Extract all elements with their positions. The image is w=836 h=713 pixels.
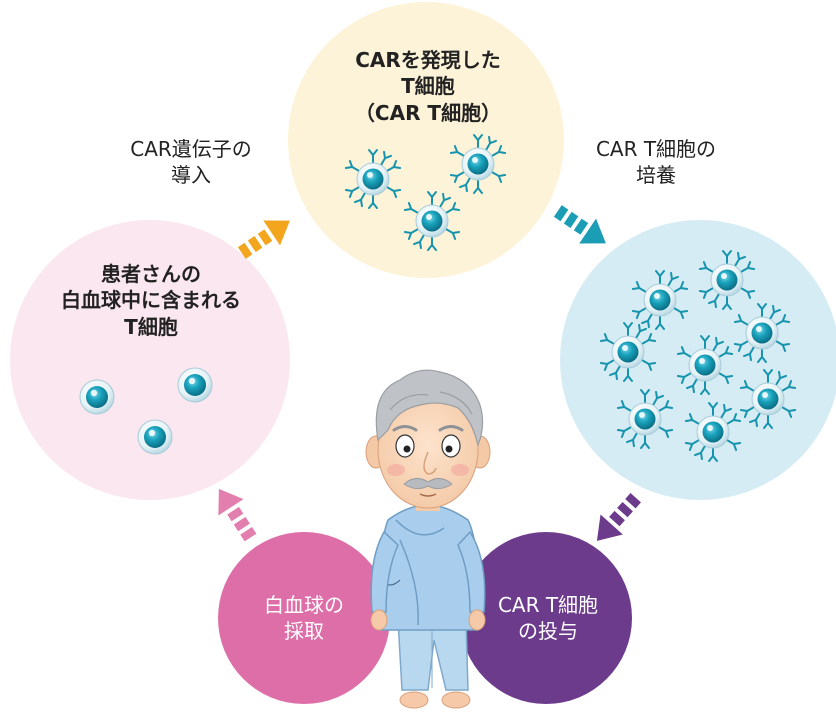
t-cell-icon: [137, 419, 173, 455]
car-t-cells-circle: [288, 2, 564, 278]
collection-circle: [218, 532, 390, 704]
t-cell-icon: [79, 379, 115, 415]
patient-t-cells-label: 患者さんの 白血球中に含まれる T細胞: [61, 261, 241, 340]
t-cell-icon: [177, 367, 213, 403]
culture-label: CAR T細胞の 培養: [596, 136, 716, 189]
patient-t-cells-label-line1: 患者さんの: [101, 262, 201, 286]
administration-label-line2: の投与: [518, 619, 578, 644]
collection-label-line1: 白血球の: [264, 593, 344, 617]
car-t-cells-label-line1: CARを発現した: [355, 48, 501, 72]
gene-transfer-label-line1: CAR遺伝子の: [130, 137, 252, 161]
administration-label-line1: CAR T細胞: [497, 593, 599, 617]
dashed-arrow-icon: [206, 480, 264, 546]
car-t-cells-label: CARを発現した T細胞 （CAR T細胞）: [355, 47, 501, 126]
elderly-patient-illustration: [365, 369, 491, 709]
patient-t-cells-circle: [10, 220, 290, 500]
administration-label: CAR T細胞 の投与: [498, 592, 598, 645]
car-t-cells-label-line2: T細胞: [401, 74, 455, 99]
patient-t-cells-label-line3: T細胞: [124, 314, 178, 339]
gene-transfer-label-line2: 導入: [170, 163, 211, 188]
administration-circle: [460, 532, 632, 704]
gene-transfer-label: CAR遺伝子の 導入: [130, 136, 252, 189]
dashed-arrow-icon: [549, 198, 615, 256]
car-t-cells-label-line3: （CAR T細胞）: [354, 100, 502, 125]
patient-t-cells-label-line2: 白血球中に含まれる: [61, 288, 241, 313]
culture-label-line2: 培養: [636, 163, 676, 188]
collection-label-line2: 採取: [284, 619, 324, 644]
culture-label-line1: CAR T細胞の: [595, 137, 717, 161]
collection-label: 白血球の 採取: [264, 592, 344, 645]
dashed-arrow-icon: [585, 487, 647, 551]
